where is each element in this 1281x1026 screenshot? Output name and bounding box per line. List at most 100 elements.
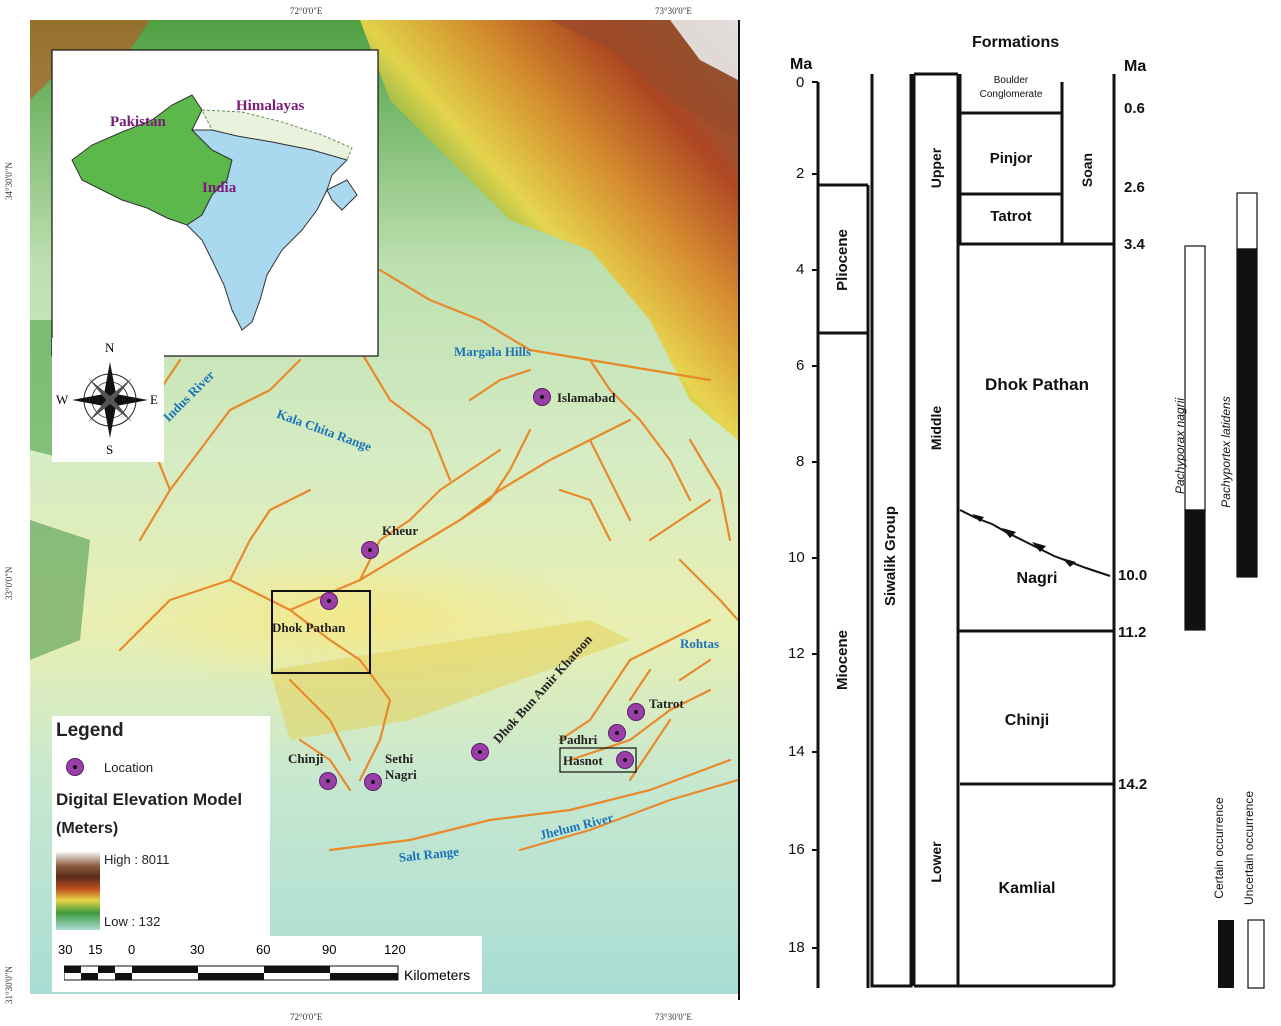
label-kheur: Kheur	[382, 523, 419, 538]
inset-label-india: India	[202, 180, 237, 196]
legend-title: Legend	[56, 720, 124, 741]
formation-nagri: Nagri	[1016, 570, 1058, 587]
scale-tick-0: 0	[128, 942, 136, 957]
label-dhok-pathan: Dhok Pathan	[272, 620, 346, 635]
formation-chinji: Chinji	[1004, 712, 1050, 729]
range-bar-latidens-certain	[1236, 248, 1258, 578]
age-11-2: 11.2	[1118, 624, 1147, 641]
key-uncertain-swatch	[1247, 919, 1265, 989]
marker-dhok-pathan[interactable]	[320, 592, 338, 610]
age-10-0: 10.0	[1118, 567, 1148, 584]
compass-w: W	[56, 392, 69, 407]
scale-tick-120: 120	[384, 942, 406, 957]
scale-bar-graphic	[64, 965, 399, 981]
marker-islamabad[interactable]	[533, 388, 551, 406]
scale-tick-90: 90	[322, 942, 337, 957]
coord-top-72e: 72°0'0"E	[290, 6, 323, 16]
formation-soan: Soan	[1079, 152, 1095, 188]
label-islamabad: Islamabad	[557, 390, 616, 405]
ma-tick-14: 14	[788, 743, 805, 760]
marker-chinji[interactable]	[319, 772, 337, 790]
label-chinji: Chinji	[288, 751, 324, 766]
label-margala-hills: Margala Hills	[454, 344, 531, 359]
age-3-4: 3.4	[1124, 236, 1145, 253]
ma-left-header: Ma	[790, 56, 813, 73]
nagri-dhok-boundary	[959, 509, 1111, 577]
formation-dhok-pathan: Dhok Pathan	[985, 375, 1089, 394]
ma-tick-12: 12	[788, 645, 805, 662]
marker-sethi-nagri[interactable]	[364, 773, 382, 791]
scale-tick-15: 15	[88, 942, 103, 957]
ma-tick-0: 0	[796, 74, 805, 91]
marker-tatrot[interactable]	[627, 703, 645, 721]
range-bar-latidens-uncertain	[1236, 192, 1258, 250]
range-bar-nagrii-certain	[1184, 509, 1206, 631]
epoch-pliocene: Pliocene	[834, 229, 851, 291]
legend-dem-title: Digital Elevation Model	[56, 790, 243, 809]
inset-map	[71, 94, 358, 331]
taxon-nagrii: Pachyporax nagrii	[1173, 397, 1187, 495]
label-hasnot: Hasnot	[563, 753, 603, 768]
ma-tick-16: 16	[788, 841, 805, 858]
marker-hasnot[interactable]	[616, 751, 634, 769]
formation-kamlial: Kamlial	[998, 880, 1056, 897]
subdivision-lower: Lower	[928, 841, 944, 883]
subdivision-upper: Upper	[928, 147, 944, 189]
subdivision-middle: Middle	[928, 405, 944, 451]
scale-tick-30a: 30	[58, 942, 73, 957]
label-tatrot: Tatrot	[649, 696, 684, 711]
ma-right-header: Ma	[1124, 58, 1147, 75]
marker-padhri[interactable]	[608, 724, 626, 742]
inset-label-pakistan: Pakistan	[110, 114, 166, 130]
ma-tick-6: 6	[796, 357, 805, 374]
taxon-latidens: Pachyportex latidens	[1219, 396, 1233, 508]
coord-top-7330e: 73°30'0"E	[655, 6, 692, 16]
legend-low: Low : 132	[104, 914, 161, 929]
ma-tick-10: 10	[788, 549, 805, 566]
formations-title: Formations	[972, 34, 1060, 51]
river-network	[118, 268, 738, 852]
coord-left-3430n: 34°30'0"N	[4, 162, 14, 200]
formation-boulder: Boulder Conglomerate	[979, 75, 1043, 100]
siwalik-group: Siwalik Group	[882, 505, 899, 607]
legend-location-label: Location	[104, 760, 154, 775]
strat-frame	[812, 72, 1265, 989]
epoch-miocene: Miocene	[834, 630, 851, 691]
label-rohtas: Rohtas	[680, 636, 720, 651]
legend-dem-ramp	[56, 852, 100, 930]
hasnot-box	[559, 747, 637, 773]
marker-dhok-bun[interactable]	[471, 743, 489, 761]
coord-left-33n: 33°0'0"N	[4, 566, 14, 600]
compass-star-icon	[72, 362, 148, 438]
age-14-2: 14.2	[1118, 776, 1148, 793]
ma-tick-4: 4	[796, 261, 805, 278]
age-0-6: 0.6	[1124, 100, 1145, 117]
ma-tick-2: 2	[796, 165, 805, 182]
compass-n: N	[105, 340, 115, 355]
compass-e: E	[150, 392, 158, 407]
study-area-box	[271, 590, 371, 674]
inset-label-himalayas: Himalayas	[236, 98, 305, 114]
ma-tick-18: 18	[788, 939, 805, 956]
formation-tatrot: Tatrot	[990, 208, 1032, 225]
key-certain-swatch	[1218, 920, 1234, 988]
map-legend: Legend Location Digital Elevation Model …	[52, 716, 270, 936]
scale-tick-60: 60	[256, 942, 271, 957]
india-shape	[186, 129, 348, 331]
label-sethi-nagri: Sethi Nagri	[385, 751, 417, 782]
compass-rose: N S E W	[52, 338, 164, 462]
range-bar-nagrii-uncertain	[1184, 245, 1206, 511]
compass-s: S	[106, 442, 114, 457]
key-certain-label: Certain occurrence	[1212, 797, 1226, 899]
coord-left-3130n: 31°30'0"N	[4, 966, 14, 1004]
scale-bar: 30 15 0 30 60 90 120 Kilometers	[52, 936, 482, 992]
strat-column: Formations Ma Ma	[740, 20, 1281, 1026]
scale-unit: Kilometers	[404, 967, 471, 983]
marker-kheur[interactable]	[361, 541, 379, 559]
scale-tick-30b: 30	[190, 942, 205, 957]
legend-location-icon	[66, 758, 84, 776]
coord-bottom-7330e: 73°30'0"E	[655, 1012, 692, 1022]
label-padhri: Padhri	[559, 732, 598, 747]
age-2-6: 2.6	[1124, 179, 1145, 196]
